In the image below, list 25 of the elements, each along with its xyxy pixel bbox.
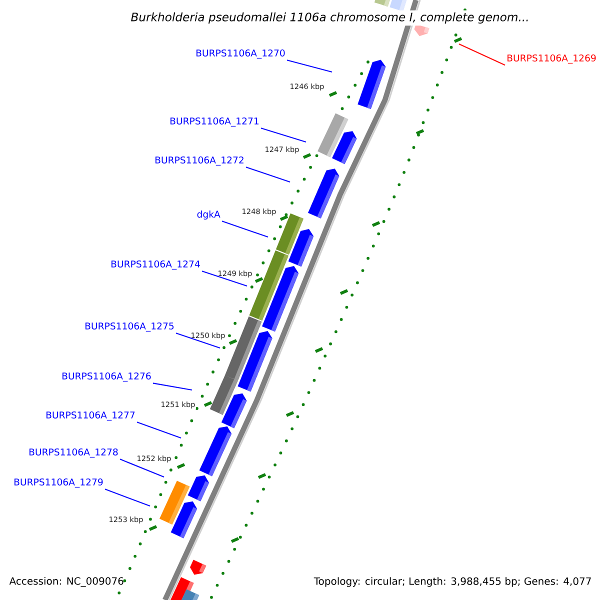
gene-label: BURPS1106A_1270 [196,49,285,59]
gene-label: BURPS1106A_1269 [508,54,596,64]
leader-line [458,44,506,66]
gene-label: BURPS1106A_1279 [14,478,103,488]
gene-label: dgkA [197,210,220,220]
gene-label: BURPS1106A_1275 [86,322,174,332]
leader-line [286,60,332,73]
gene-label: BURPS1106A_1276 [62,372,151,382]
gene-label: BURPS1106A_1278 [30,448,118,458]
leader-line [176,332,220,348]
leader-line [152,382,192,391]
leader-line [104,488,150,506]
leader-line [136,422,182,438]
leader-line [246,166,290,182]
gene-label: BURPS1106A_1271 [170,117,259,127]
gene-label: BURPS1106A_1274 [112,260,200,270]
accession-text: Accession: NC_009076 [9,577,124,587]
leader-line [260,128,306,143]
gene-label: BURPS1106A_1277 [46,411,135,421]
leader-line [120,458,164,478]
genome-info-text: Topology: circular; Length: 3,988,455 bp; Genes: 4,077 [314,577,591,587]
gene-label: BURPS1106A_1272 [156,156,244,166]
leader-line [202,270,248,287]
leader-line [222,220,268,238]
title: Burkholderia pseudomallei 1106a chromosome I, complete genom... [128,10,532,26]
